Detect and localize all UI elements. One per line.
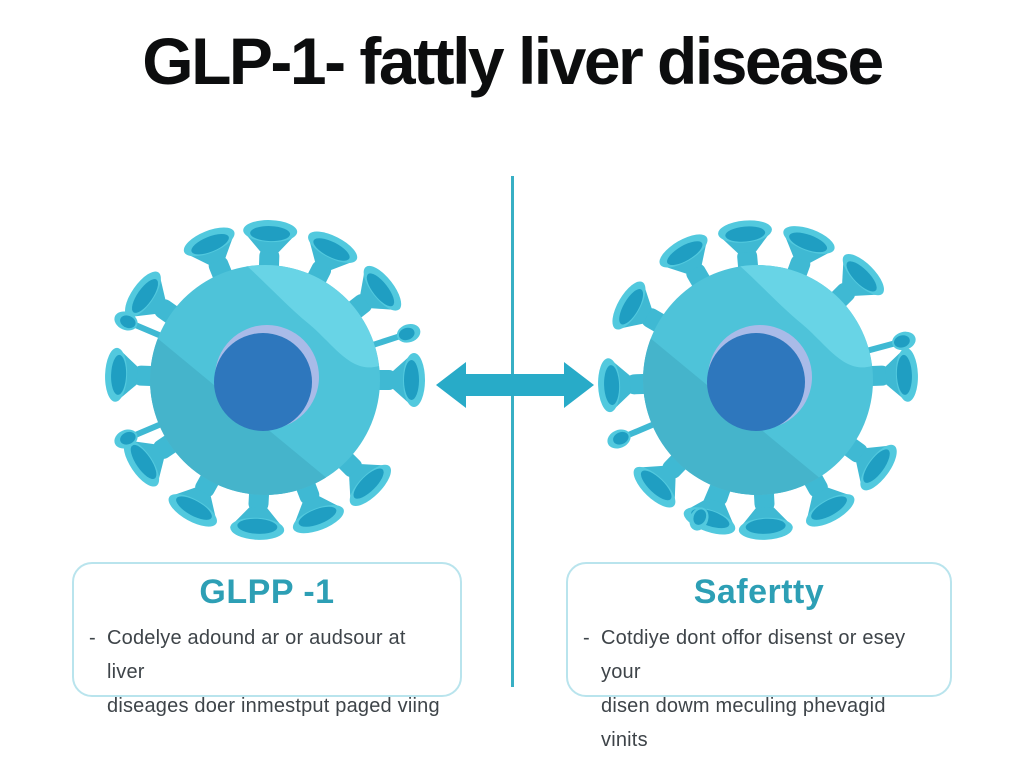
panel-safety: Safertty - Cotdiye dont offor disenst or…	[566, 562, 952, 751]
panel-safety-text: - Cotdiye dont offor disenst or esey you…	[568, 621, 950, 757]
bullet-dash: -	[89, 627, 96, 649]
double-headed-arrow-icon	[436, 362, 594, 408]
vertical-divider-line	[511, 176, 514, 687]
panel-glp1-line2: diseages doer inmestput paged viing	[107, 695, 440, 717]
panel-safety-heading: Safertty	[693, 573, 825, 611]
panel-glp1-text: - Codelye adound ar or audsour at liver …	[74, 621, 460, 723]
panel-glp1: GLPP -1 - Codelye adound ar or audsour a…	[72, 562, 462, 717]
panel-glp1-heading: GLPP -1	[199, 573, 335, 611]
virus-cell-illustration-left	[105, 220, 425, 540]
bullet-dash: -	[583, 627, 590, 649]
panel-safety-line1: Cotdiye dont offor disenst or esey your	[601, 627, 906, 683]
panel-glp1-line1: Codelye adound ar or audsour at liver	[107, 627, 406, 683]
virus-cell-illustration-right	[598, 220, 918, 540]
panel-safety-line2: disen dowm meculing phevagid vinits	[601, 695, 886, 751]
page-title: GLP-1- fattly liver disease	[142, 24, 884, 98]
